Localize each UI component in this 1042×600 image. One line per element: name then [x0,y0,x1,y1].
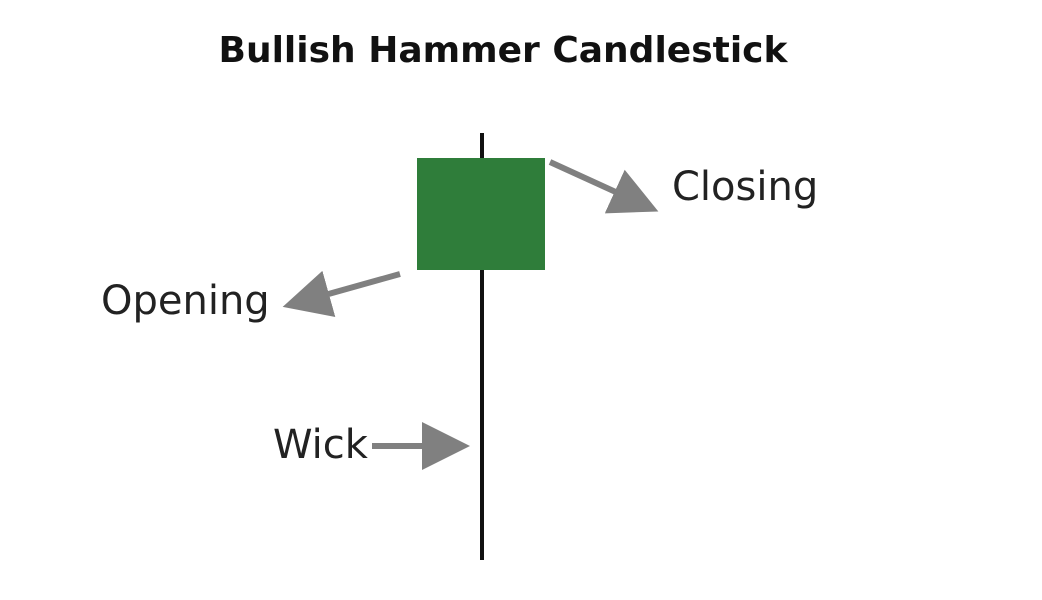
wick-label: Wick [273,422,369,468]
closing-label: Closing [672,164,818,210]
candle-body [417,158,545,270]
closing-arrow [548,159,659,214]
opening-label: Opening [101,278,270,324]
diagram-title: Bullish Hammer Candlestick [219,30,789,71]
opening-arrow [282,270,401,318]
